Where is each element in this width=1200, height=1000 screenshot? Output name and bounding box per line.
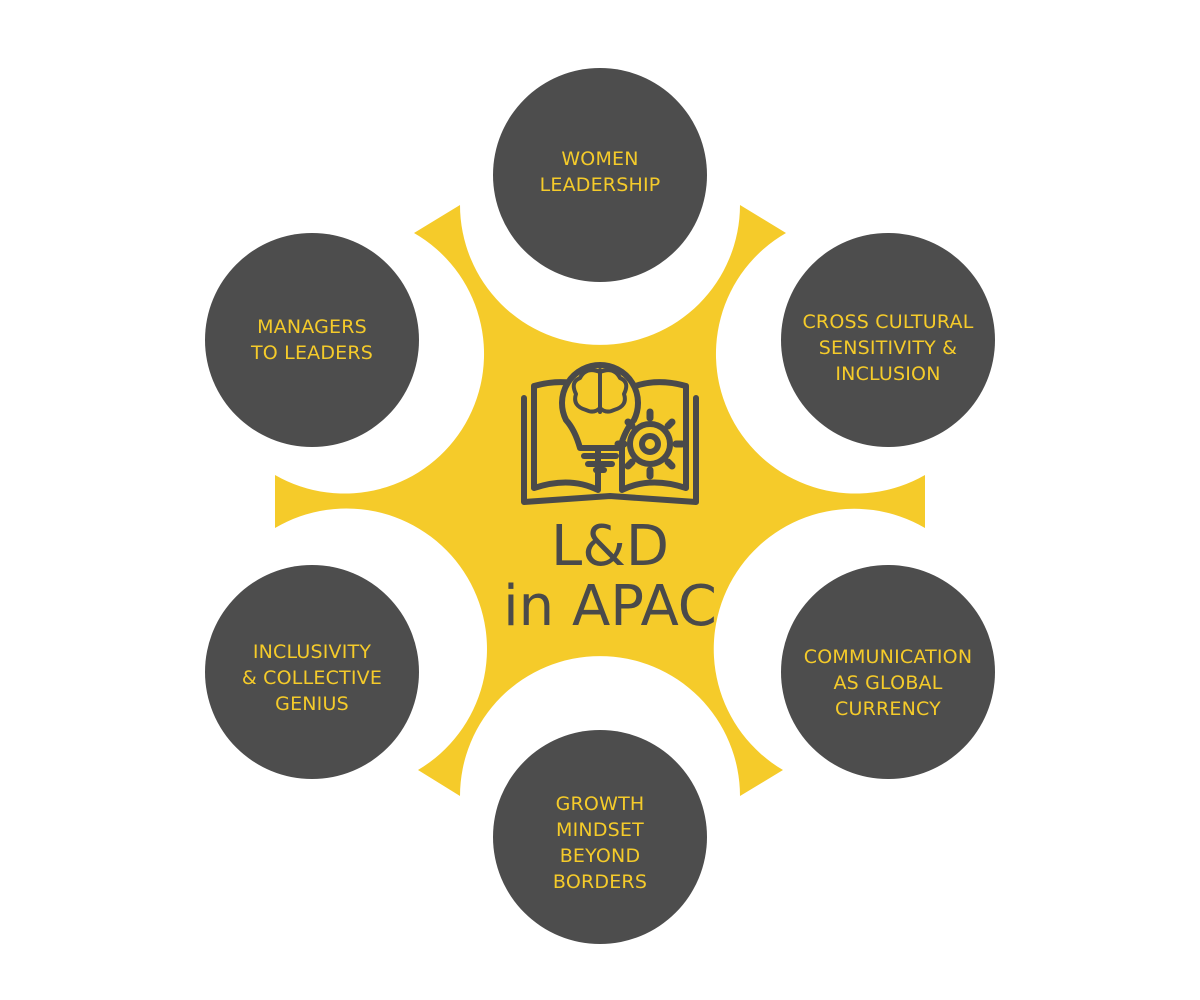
node-circle-communication	[781, 565, 995, 779]
node-circle-growth-mindset	[493, 730, 707, 944]
yellow-hub-shape	[275, 205, 925, 796]
center-title-line1: L&D	[551, 514, 669, 579]
node-label-managers-to-leaders: MANAGERS TO LEADERS	[250, 316, 374, 364]
node-label-communication: COMMUNICATION AS GLOBAL CURRENCY	[803, 646, 973, 720]
center-title: L&D in APAC	[410, 517, 810, 637]
book-lightbulb-brain-gear-icon	[521, 362, 699, 505]
node-circle-cross-cultural	[781, 233, 995, 447]
node-label-growth-mindset: GROWTH MINDSET BEYOND BORDERS	[552, 793, 648, 893]
center-title-line2: in APAC	[503, 574, 717, 639]
node-circle-managers-to-leaders	[205, 233, 419, 447]
node-label-cross-cultural: CROSS CULTURAL SENSITIVITY & INCLUSION	[802, 311, 974, 385]
node-label-women-leadership: WOMEN LEADERSHIP	[539, 148, 661, 196]
node-label-inclusivity: INCLUSIVITY & COLLECTIVE GENIUS	[241, 641, 383, 715]
node-circle-inclusivity	[205, 565, 419, 779]
node-circle-women-leadership	[493, 68, 707, 282]
